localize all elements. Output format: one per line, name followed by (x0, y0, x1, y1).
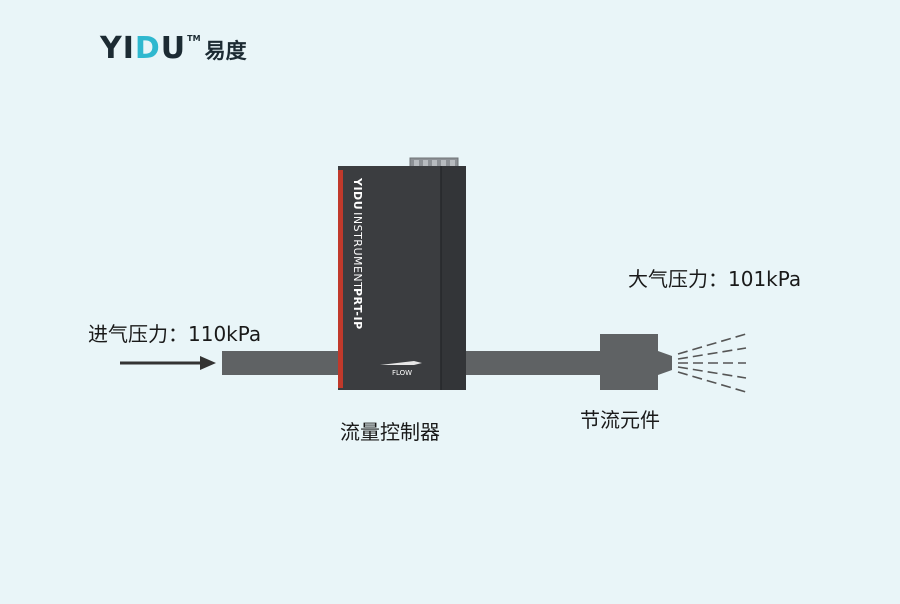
device-flow-label: FLOW (392, 369, 412, 377)
flow-controller-label: 流量控制器 (340, 420, 440, 444)
throttle-element-label: 节流元件 (580, 408, 660, 432)
inlet-arrow (120, 356, 216, 370)
logo-chinese-name: 易度 (204, 39, 247, 63)
logo-mark-prefix: YI (100, 31, 135, 66)
flow-controller-device: YIDU INSTRUMENT PRT-IP FLOW (338, 157, 466, 390)
inlet-pressure-label: 进气压力：110kPa (88, 322, 262, 346)
device-brand-bold: YIDU (351, 177, 364, 210)
device-accent-strip (338, 170, 343, 388)
spray-lines (677, 333, 747, 393)
logo-mark-suffix: U (160, 31, 187, 66)
device-brand-light: INSTRUMENT (351, 212, 364, 289)
atmospheric-pressure-label: 大气压力：101kPa (628, 267, 802, 291)
inlet-pipe (222, 351, 342, 375)
device-model-text: PRT-IP (351, 288, 364, 330)
device-brand-text: YIDU INSTRUMENT (351, 177, 364, 289)
logo-mark: YIDU (100, 30, 186, 68)
throttle-element (600, 334, 672, 390)
yidu-logo: YIDU TM 易度 (100, 30, 247, 70)
flow-arrow-icon (380, 361, 422, 365)
logo-trademark: TM (187, 34, 201, 43)
outlet-pipe (466, 351, 600, 375)
logo-mark-accent: D (134, 31, 161, 66)
